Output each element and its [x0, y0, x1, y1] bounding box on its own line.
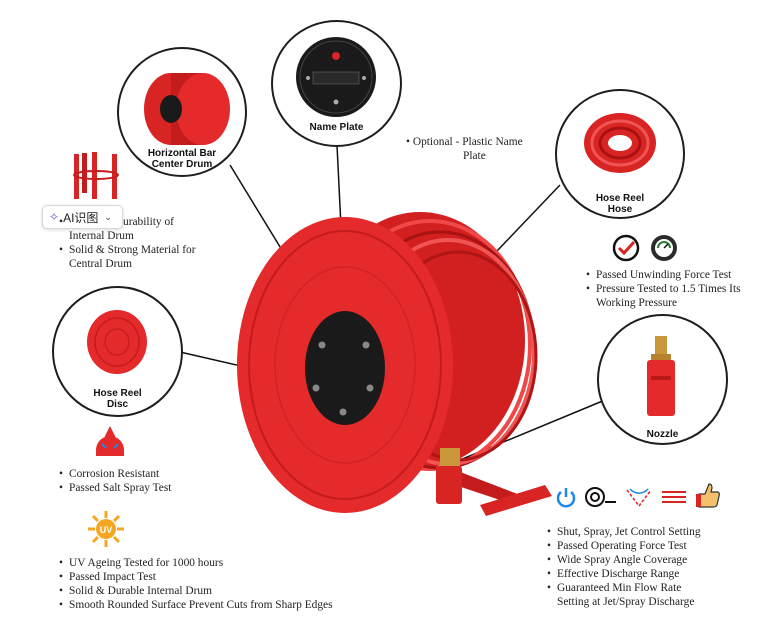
callout-horizontal-bar: Horizontal Bar Center Drum [117, 47, 247, 177]
nozzle-features-list: Shut, Spray, Jet Control Setting Passed … [547, 525, 701, 609]
hose-features-list: Passed Unwinding Force Test Pressure Tes… [586, 268, 741, 310]
thumbs-up-icon [696, 483, 720, 508]
horizontal-bar-line1: Horizontal Bar [147, 148, 217, 159]
uv-features-list: UV Ageing Tested for 1000 hours Passed I… [59, 556, 333, 612]
callout-nozzle: Nozzle [597, 314, 728, 445]
nozzle-feature-5: Guaranteed Min Flow Rate [547, 581, 701, 595]
hose-label-line2: Hose [607, 204, 633, 215]
callout-hose-reel-hose: Hose Reel Hose [555, 89, 685, 219]
nozzle-feature-1: Shut, Spray, Jet Control Setting [547, 525, 701, 539]
power-icon [556, 488, 576, 508]
uv-icon-text: UV [100, 525, 113, 535]
uv-feature-4: Smooth Rounded Surface Prevent Cuts from… [59, 598, 333, 612]
callout-hose-reel-disc: Hose Reel Disc [52, 286, 183, 417]
center-drum-image [144, 73, 230, 145]
reel-nozzle [436, 448, 462, 504]
nozzle-feature-2: Passed Operating Force Test [547, 539, 701, 553]
connector-line-drum [229, 164, 286, 256]
horizontal-bar-line2: Center Drum [151, 159, 213, 170]
uv-feature-1: UV Ageing Tested for 1000 hours [59, 556, 333, 570]
drum-feature-2: Solid & Strong Material for [59, 243, 196, 257]
callout-name-plate: Name Plate [271, 20, 402, 147]
nozzle-label: Nozzle [646, 429, 679, 440]
drum-feature-2b: Central Drum [69, 258, 132, 270]
ai-sparkle-icon: ✧ [49, 210, 60, 224]
disc-label-line1: Hose Reel [93, 388, 142, 399]
name-plate-note: • Optional - Plastic Name Plate [406, 136, 523, 162]
reel-front-disc [237, 217, 453, 513]
nozzle-feature-3: Wide Spray Angle Coverage [547, 553, 701, 567]
note-text: Plastic Name [462, 136, 523, 148]
reel-stand [455, 470, 552, 516]
operating-force-icon [585, 487, 616, 507]
unwinding-test-icon [612, 234, 640, 262]
reel-center-plate [305, 311, 385, 425]
name-plate-label: Name Plate [309, 122, 364, 133]
drum-stand-icon [73, 152, 119, 199]
name-plate-image [296, 37, 376, 117]
nozzle-feature-5b: Setting at Jet/Spray Discharge [557, 596, 695, 608]
disc-features-list: Corrosion Resistant Passed Salt Spray Te… [59, 467, 171, 495]
drum-feature-1b: Internal Drum [69, 230, 134, 242]
uv-feature-3: Solid & Durable Internal Drum [59, 584, 333, 598]
nozzle-image [647, 336, 675, 416]
drum-features-list: urability of Internal Drum Solid & Stron… [59, 215, 196, 271]
nozzle-feature-4: Effective Discharge Range [547, 567, 701, 581]
hose-feature-1: Passed Unwinding Force Test [586, 268, 741, 282]
disc-image [87, 310, 147, 374]
discharge-range-icon [662, 491, 686, 503]
disc-feature-2: Passed Salt Spray Test [59, 481, 171, 495]
pressure-gauge-icon [651, 235, 677, 261]
uv-sun-icon: UV [88, 511, 124, 547]
hose-feature-2b: Working Pressure [596, 297, 678, 309]
corrosion-resistant-icon [96, 426, 124, 456]
spray-angle-icon [626, 488, 652, 508]
uv-feature-2: Passed Impact Test [59, 570, 333, 584]
hose-reel-disc-label: Hose Reel Disc [54, 388, 181, 410]
hose-label-line1: Hose Reel [595, 193, 645, 204]
disc-feature-1: Corrosion Resistant [59, 467, 171, 481]
hose-image [584, 113, 656, 173]
hose-feature-2: Pressure Tested to 1.5 Times Its [586, 282, 741, 296]
note-text2: Plate [463, 150, 486, 162]
disc-label-line2: Disc [106, 399, 129, 410]
horizontal-bar-label: Horizontal Bar Center Drum [119, 148, 245, 170]
note-prefix: Optional - [412, 136, 460, 148]
drum-feature-1: urability of [59, 215, 196, 229]
hose-reel-hose-label: Hose Reel Hose [557, 193, 683, 215]
